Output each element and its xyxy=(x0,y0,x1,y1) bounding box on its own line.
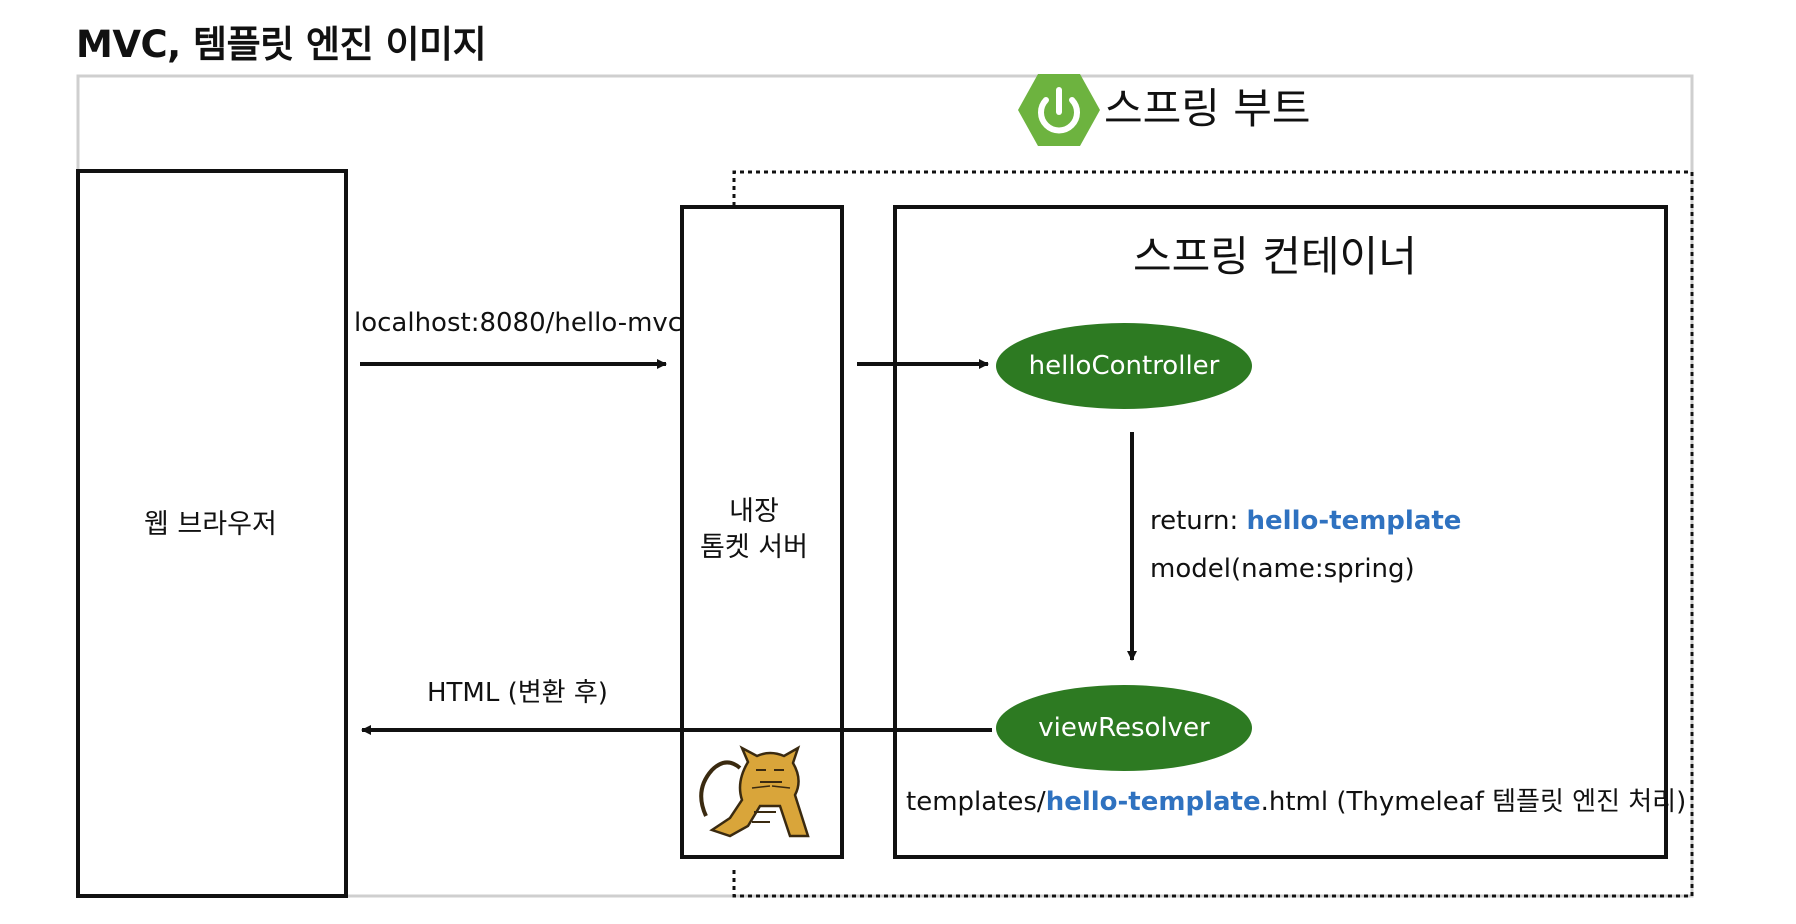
template-suffix: .html (Thymeleaf 템플릿 엔진 처리) xyxy=(1260,787,1687,817)
web-browser-box xyxy=(76,169,348,898)
template-path-label: templates/hello-template.html (Thymeleaf… xyxy=(906,787,1686,818)
tomcat-box xyxy=(680,205,844,859)
controller-return-label: return: hello-template xyxy=(1150,506,1461,537)
template-name: hello-template xyxy=(1045,787,1261,817)
web-browser-label: 웹 브라우저 xyxy=(144,509,277,540)
hello-controller-node xyxy=(996,323,1252,409)
spring-boot-label: 스프링 부트 xyxy=(1104,84,1311,133)
spring-container-label: 스프링 컨테이너 xyxy=(1133,232,1417,281)
template-prefix: templates/ xyxy=(906,787,1046,817)
model-label: model(name:spring) xyxy=(1150,554,1415,584)
response-label: HTML (변환 후) xyxy=(427,678,608,708)
tomcat-label-line2: 톰켓 서버 xyxy=(700,532,808,564)
return-prefix: return: xyxy=(1150,506,1247,536)
view-resolver-label: viewResolver xyxy=(1038,713,1210,743)
return-view-name: hello-template xyxy=(1246,506,1462,536)
tomcat-label-line1: 내장 xyxy=(729,496,779,527)
hello-controller-label: helloController xyxy=(1028,351,1220,381)
spring-boot-dotted-region xyxy=(732,170,1694,898)
view-resolver-node xyxy=(996,685,1252,771)
power-icon xyxy=(1018,74,1100,146)
request-url-label: localhost:8080/hello-mvc xyxy=(354,308,683,338)
tomcat-label: 내장 톰켓 서버 xyxy=(674,494,834,567)
page-title: MVC, 템플릿 엔진 이미지 xyxy=(76,23,487,66)
tomcat-cat-icon xyxy=(699,745,810,838)
